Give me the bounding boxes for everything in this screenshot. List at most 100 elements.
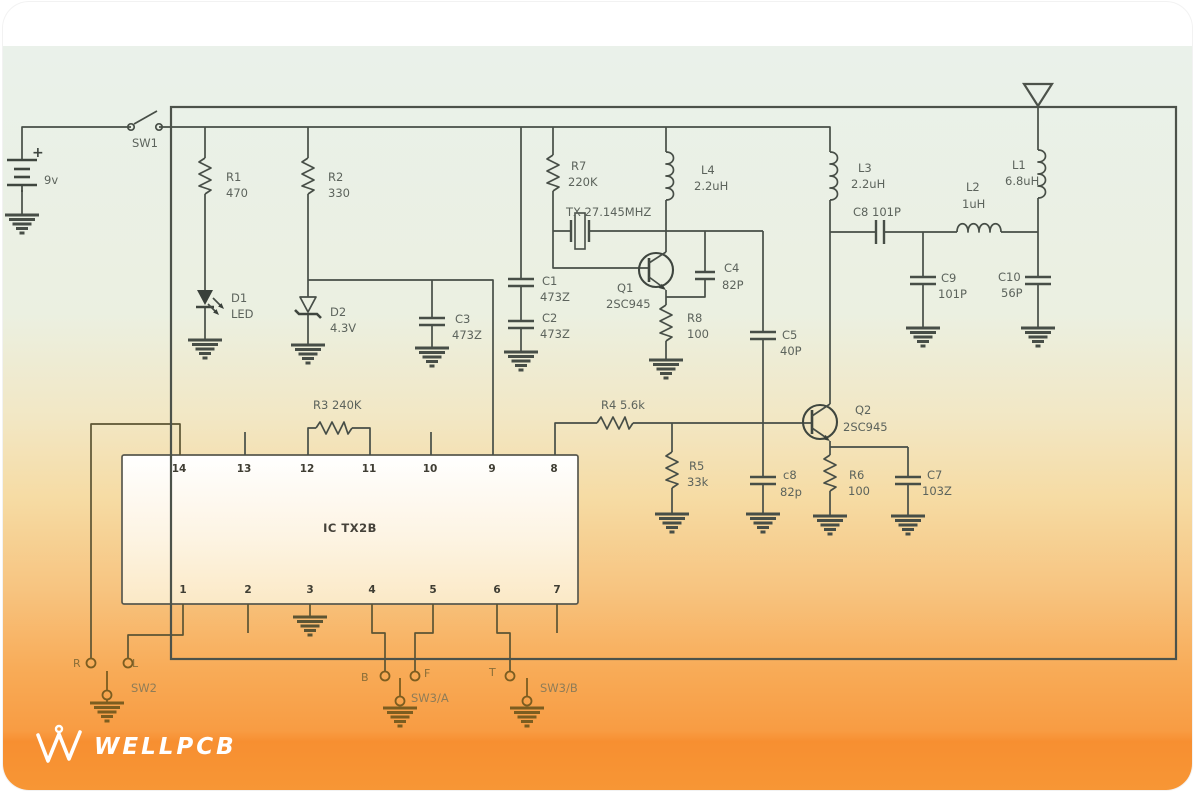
antenna-icon [1021, 82, 1055, 109]
c9-name: C9 [941, 271, 956, 285]
ic-pin-label-11: 11 [362, 463, 377, 475]
r8-name: R8 [687, 311, 702, 325]
c10-name: C10 [998, 270, 1021, 284]
q1-transistor [637, 251, 675, 290]
c1-name: C1 [542, 274, 557, 288]
c8-series-capacitor [874, 220, 886, 244]
d1-led-diode [196, 290, 224, 315]
r7-resistor [546, 154, 560, 192]
q2-value: 2SC945 [843, 420, 888, 434]
r2-value: 330 [328, 186, 350, 200]
l1-name: L1 [1012, 158, 1026, 172]
c8-top-label: C8 101P [853, 205, 901, 219]
ic-pin-label-3: 3 [306, 584, 313, 596]
sw2-label: SW2 [131, 681, 157, 695]
c5-capacitor [748, 330, 778, 341]
q1-name: Q1 [617, 281, 633, 295]
terminal-t: T [488, 666, 496, 679]
r8-resistor [659, 304, 673, 342]
c2-value: 473Z [540, 327, 570, 341]
d2-value: 4.3V [330, 321, 356, 335]
c8b-name: c8 [783, 468, 797, 482]
crystal-27mhz [569, 212, 591, 250]
c7-value: 103Z [922, 484, 952, 498]
ic-pin-label-12: 12 [300, 463, 315, 475]
q2-name: Q2 [855, 403, 871, 417]
sw2-switch [85, 657, 134, 723]
c8-base-capacitor [748, 475, 778, 486]
r4-label: R4 5.6k [601, 398, 645, 412]
ic-tx2b-body [121, 454, 579, 605]
c4-capacitor [693, 270, 717, 281]
ic-terminal-wires [90, 423, 558, 671]
r6-value: 100 [848, 484, 870, 498]
terminal-b: B [361, 671, 369, 684]
r1-value: 470 [226, 186, 248, 200]
r7-name: R7 [571, 159, 586, 173]
r8-value: 100 [687, 327, 709, 341]
ic-pin-label-5: 5 [429, 584, 436, 596]
l2-name: L2 [966, 180, 980, 194]
l3-value: 2.2uH [851, 177, 885, 191]
l1-value: 6.8uH [1005, 174, 1039, 188]
c3-capacitor [417, 316, 447, 327]
l2-inductor [956, 222, 1002, 233]
battery-plus: + [32, 145, 44, 161]
sw1-switch [126, 110, 164, 132]
ic-pin-label-7: 7 [553, 584, 560, 596]
ic-pin-label-14: 14 [172, 463, 187, 475]
r1-name: R1 [226, 170, 241, 184]
ic-pin-label-13: 13 [237, 463, 252, 475]
sw3b-label: SW3/B [540, 681, 578, 695]
wellpcb-logo-icon [36, 724, 82, 763]
r6-resistor [823, 454, 837, 492]
l3-inductor [829, 151, 839, 201]
r5-resistor [665, 451, 679, 489]
ic-name: IC TX2B [323, 521, 377, 535]
c10-capacitor [1023, 275, 1053, 286]
c4-value: 82P [722, 278, 744, 292]
c10-value: 56P [1001, 286, 1023, 300]
r2-resistor [301, 157, 315, 195]
r6-name: R6 [849, 468, 864, 482]
q2-transistor [801, 403, 839, 441]
terminal-f: F [424, 667, 430, 680]
ic-pin-label-8: 8 [550, 463, 557, 475]
sw3a-label: SW3/A [411, 691, 449, 705]
c3-value: 473Z [452, 328, 482, 342]
d1-value: LED [231, 307, 254, 321]
brand-logo-text: WELLPCB [94, 734, 237, 760]
ic-pin-label-1: 1 [179, 584, 186, 596]
terminal-l: L [132, 657, 139, 670]
r7-value: 220K [568, 175, 598, 189]
battery-9v [7, 158, 37, 192]
c2-capacitor [506, 319, 536, 330]
main-wires [21, 107, 1039, 516]
c5-value: 40P [780, 344, 802, 358]
r2-name: R2 [328, 170, 343, 184]
q1-value: 2SC945 [606, 297, 651, 311]
r5-value: 33k [687, 475, 709, 489]
pin3-ground [291, 615, 329, 637]
l4-value: 2.2uH [694, 179, 728, 193]
c9-value: 101P [938, 287, 967, 301]
c4-name: C4 [724, 261, 739, 275]
ic-pin-label-2: 2 [244, 584, 251, 596]
ic-pin-label-4: 4 [368, 584, 375, 596]
c2-name: C2 [542, 311, 557, 325]
circuit-frame [169, 105, 1178, 661]
r5-name: R5 [689, 459, 704, 473]
c8b-value: 82p [780, 485, 802, 499]
sw1-label: SW1 [132, 136, 158, 150]
l4-name: L4 [701, 163, 715, 177]
crystal-label: TX 27.145MHZ [565, 205, 651, 219]
l2-value: 1uH [962, 197, 985, 211]
l4-inductor [665, 151, 675, 201]
battery-voltage: 9v [44, 173, 58, 187]
c1-capacitor [506, 277, 536, 288]
gradient-canvas [3, 46, 1192, 790]
d1-name: D1 [231, 291, 247, 305]
c9-capacitor [908, 275, 938, 286]
r4-resistor [596, 416, 634, 430]
